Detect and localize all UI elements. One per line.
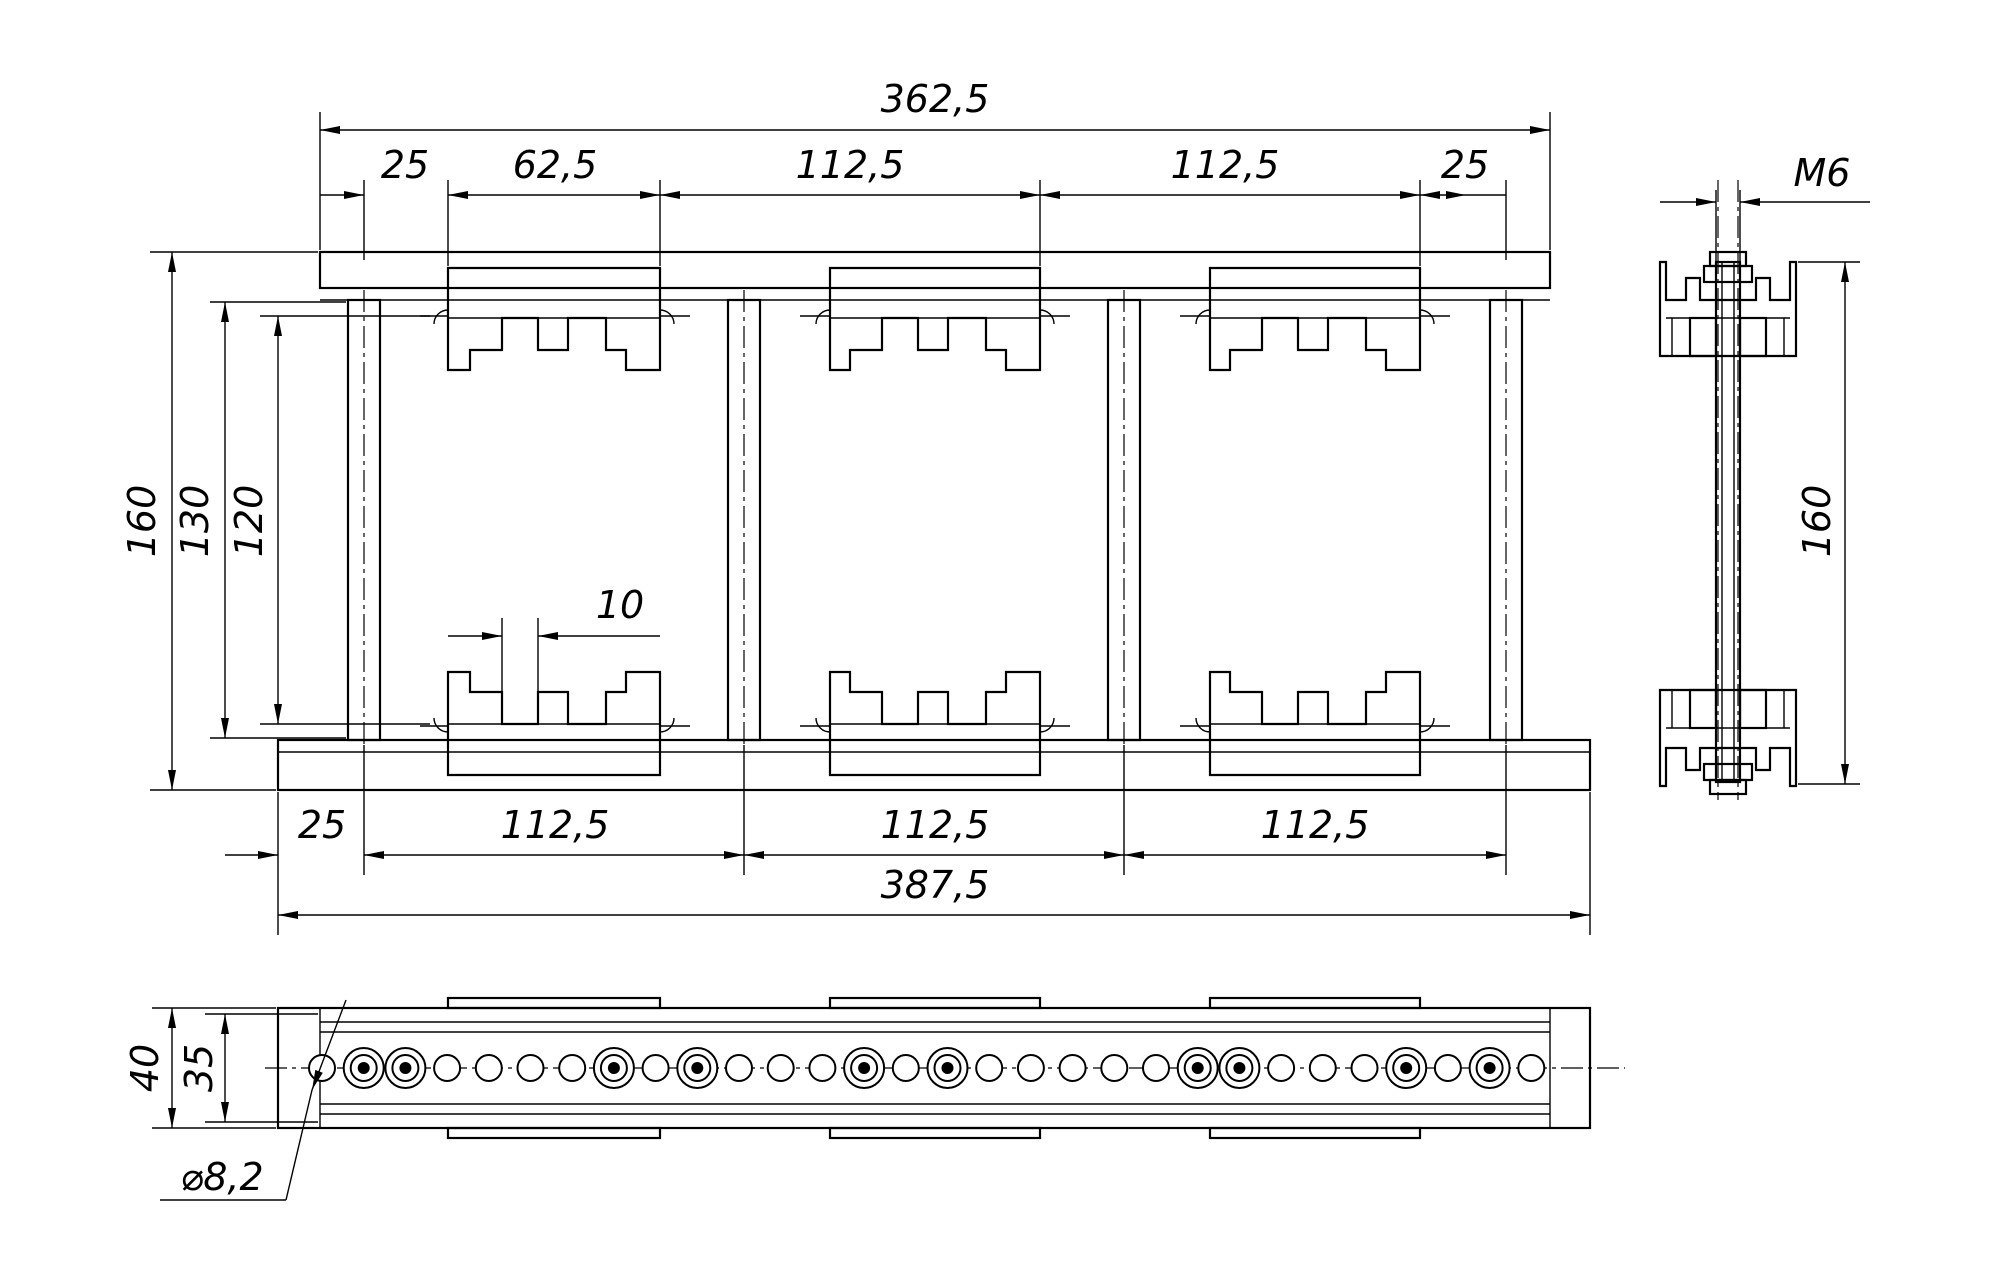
mounting-hole [725,1054,753,1082]
bolt-core [1233,1062,1246,1074]
dim-plan-40: 40 [123,1044,167,1092]
mounting-hole [1350,1054,1379,1082]
mounting-hole [975,1054,1004,1082]
bottom-rail [276,738,1592,792]
dim-112-5-top-a: 112,5 [796,143,905,187]
mounting-hole [1433,1054,1462,1082]
mounting-hole [641,1054,670,1082]
dim-overall-top: 362,5 [881,77,990,121]
front-view: 362,5 25 62,5 112,5 112,5 25 25 112,5 11… [120,77,1592,935]
bottom-holders [420,670,1450,777]
side-view: M6 160 [1658,151,1870,800]
dim-25-right: 25 [1441,143,1489,187]
mounting-hole [766,1054,795,1082]
mounting-hole [891,1054,920,1082]
top-holders [420,266,1450,372]
mounting-hole [1016,1054,1045,1082]
mounting-hole [1142,1054,1170,1082]
dim-112-5-bottom-c: 112,5 [1261,803,1370,847]
dim-62-5: 62,5 [513,143,598,187]
bolt-core [941,1062,954,1074]
bolt-core [858,1062,871,1074]
bolt-core [357,1062,370,1074]
dim-pitch-10: 10 [596,583,644,627]
dim-side-height-160: 160 [1795,485,1839,558]
mounting-hole [474,1054,503,1082]
mounting-hole [516,1054,545,1082]
bolt-core [607,1062,620,1074]
dim-thread-m6: M6 [1794,151,1851,195]
mounting-hole [1058,1054,1087,1082]
dim-height-160: 160 [120,485,164,558]
mounting-hole [1517,1054,1546,1082]
dim-height-130: 130 [173,485,217,558]
pitch-dimension [448,618,660,692]
dim-plan-35: 35 [177,1044,221,1092]
mounting-hole [1267,1054,1296,1082]
mounting-hole [558,1054,587,1082]
dim-112-5-top-b: 112,5 [1171,143,1280,187]
top-rail [318,250,1552,290]
dim-overall-bottom: 387,5 [881,863,990,907]
bottom-dimensions [225,745,1591,935]
dim-height-120: 120 [227,485,271,558]
bolt-core [1191,1062,1204,1074]
bolt-core [1400,1062,1413,1074]
mounting-hole [1100,1054,1129,1082]
bolt-core [1483,1062,1496,1074]
bolt-core [399,1062,412,1074]
vertical-posts [346,290,1524,745]
dim-112-5-bottom-b: 112,5 [881,803,990,847]
left-dimensions [150,251,430,791]
dim-112-5-bottom-a: 112,5 [501,803,610,847]
mounting-hole [308,1054,336,1082]
plan-view: 40 35 ⌀8,2 [123,996,1625,1201]
bolt-core [691,1062,704,1074]
plan-holes [308,1047,1546,1089]
mounting-hole [1308,1054,1337,1082]
mounting-hole [433,1054,462,1082]
dim-hole-diameter: ⌀8,2 [180,1155,263,1199]
dim-25-bottom: 25 [298,803,346,847]
threaded-rod [1714,260,1742,784]
top-dimensions [319,112,1551,266]
mounting-hole [808,1054,837,1082]
dim-25-left: 25 [381,143,429,187]
